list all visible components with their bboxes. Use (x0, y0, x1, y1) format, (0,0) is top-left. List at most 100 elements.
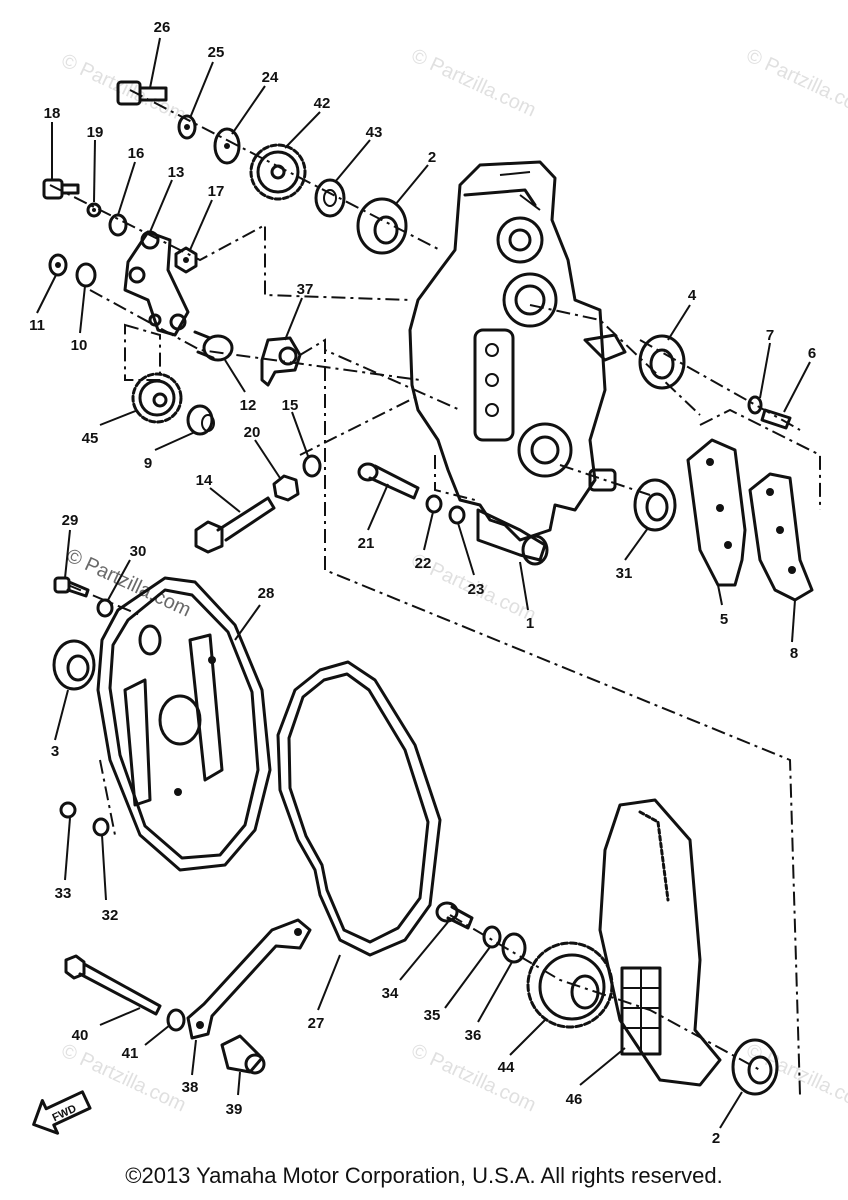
callout-label: 35 (424, 1007, 441, 1024)
part-bolt-40 (64, 954, 162, 1016)
callout-label: 39 (226, 1101, 243, 1118)
part-bolt-29 (53, 576, 90, 598)
part-washer-41 (166, 1008, 186, 1032)
part-bolt-34 (435, 901, 474, 930)
callout-label: 11 (29, 317, 45, 334)
part-washer-15 (302, 454, 322, 478)
part-washer-23 (448, 505, 466, 525)
part-chaincase-1 (408, 160, 627, 566)
part-bolt-26 (116, 80, 168, 106)
part-plate-5 (686, 438, 747, 587)
callout-label: 29 (62, 512, 79, 529)
callout-label: 24 (262, 69, 279, 86)
callout-label: 22 (415, 555, 432, 572)
part-tensioner-bracket-13 (123, 230, 190, 337)
callout-label: 28 (258, 585, 275, 602)
part-washer-25 (177, 114, 197, 140)
callout-label: 9 (144, 455, 152, 472)
callout-label: 5 (720, 611, 728, 628)
callout-label: 33 (55, 885, 72, 902)
callout-label: 2 (712, 1130, 720, 1147)
part-seal-4 (638, 334, 686, 390)
part-bolt-18 (42, 178, 80, 200)
part-collar-12 (193, 330, 234, 362)
callout-label: 32 (102, 907, 119, 924)
callout-label: 16 (128, 145, 145, 162)
part-washer-32 (92, 817, 110, 837)
part-washer-35 (482, 925, 502, 949)
callout-label: 13 (168, 164, 185, 181)
part-nut-17 (174, 246, 198, 274)
callout-label: 20 (244, 424, 261, 441)
watermark: © Partzilla.com (408, 45, 539, 122)
callout-label: 2 (428, 149, 436, 166)
part-bearing-2-bottom (731, 1038, 779, 1096)
part-seal-31 (633, 478, 677, 532)
part-collar-39 (220, 1034, 266, 1075)
callout-label: 12 (240, 397, 257, 414)
part-nut-19 (86, 202, 102, 218)
part-washer-22 (425, 494, 443, 514)
part-bolt-6 (760, 408, 792, 430)
part-brace-38 (186, 918, 312, 1040)
part-cover-28 (96, 576, 272, 872)
part-washer-30 (96, 598, 114, 618)
watermark: © Partzilla.com (743, 45, 848, 122)
part-bolt-14 (194, 496, 276, 554)
callout-label: 8 (790, 645, 798, 662)
callout-label: 6 (808, 345, 816, 362)
part-sprocket-42 (249, 143, 307, 201)
part-nut-11 (48, 253, 68, 277)
callout-label: 21 (358, 535, 375, 552)
part-plate-8 (748, 472, 814, 602)
part-collar-43 (314, 178, 346, 218)
callout-label: 25 (208, 44, 225, 61)
callout-label: 44 (498, 1059, 515, 1076)
part-spacer-9 (186, 404, 215, 436)
watermark: © Partzilla.com (58, 50, 189, 127)
part-chain-46 (598, 798, 722, 1087)
part-gasket-27 (276, 660, 442, 957)
callout-label: 34 (382, 985, 399, 1002)
callout-label: 31 (616, 565, 633, 582)
callout-label: 41 (122, 1045, 139, 1062)
callout-label: 46 (566, 1091, 583, 1108)
callout-label: 42 (314, 95, 331, 112)
callout-label: 19 (87, 124, 104, 141)
part-nut-20 (272, 474, 300, 502)
callout-label: 30 (130, 543, 147, 560)
watermark: © Partzilla.com (743, 1040, 848, 1117)
watermark: © Partzilla.com (408, 1040, 539, 1117)
callout-label: 26 (154, 19, 171, 36)
callout-label: 4 (688, 287, 697, 304)
part-adjuster-37 (260, 336, 302, 387)
part-bolt-33 (59, 801, 77, 819)
part-sprocket-45 (131, 372, 183, 424)
part-bolt-21 (357, 462, 420, 500)
part-washer-24 (213, 127, 241, 165)
callout-label: 1 (526, 615, 534, 632)
copyright-notice: ©2013 Yamaha Motor Corporation, U.S.A. A… (125, 1163, 723, 1188)
part-seal-3 (52, 639, 96, 691)
part-bearing-2-top (356, 197, 408, 255)
callout-label: 18 (44, 105, 61, 122)
callout-label: 3 (51, 743, 59, 760)
part-washer-7 (747, 395, 763, 415)
callout-label: 27 (308, 1015, 325, 1032)
part-washer-36 (501, 932, 527, 964)
callout-label: 43 (366, 124, 383, 141)
callout-label: 17 (208, 183, 225, 200)
callout-label: 7 (766, 327, 774, 344)
callout-label: 14 (196, 472, 213, 489)
callout-label: 36 (465, 1027, 482, 1044)
callout-label: 45 (82, 430, 99, 447)
callout-label: 40 (72, 1027, 89, 1044)
callout-label: 37 (297, 281, 314, 298)
forward-arrow-icon: FWD (32, 1090, 92, 1135)
part-washer-10 (75, 262, 97, 288)
callout-label: 23 (468, 581, 485, 598)
callout-label: 38 (182, 1079, 199, 1096)
callout-label: 10 (71, 337, 88, 354)
callout-label: 15 (282, 397, 299, 414)
